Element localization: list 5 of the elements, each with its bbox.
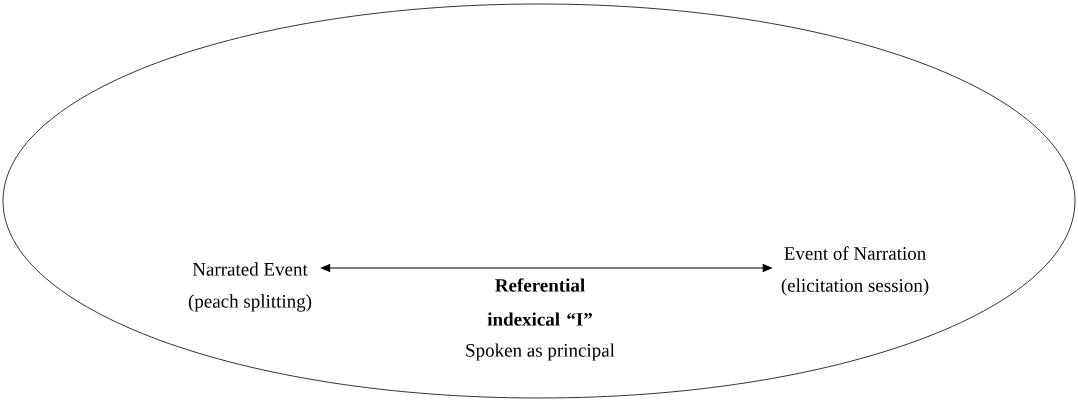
arrow [321, 264, 772, 272]
text-label: Event of Narration (elicitation session) [781, 246, 929, 296]
caption-text: Spoken as principal [466, 343, 615, 361]
bold-heading: Referential indexical “I” [487, 278, 592, 326]
text-label: Narrated Event (peach splitting) [188, 262, 312, 312]
